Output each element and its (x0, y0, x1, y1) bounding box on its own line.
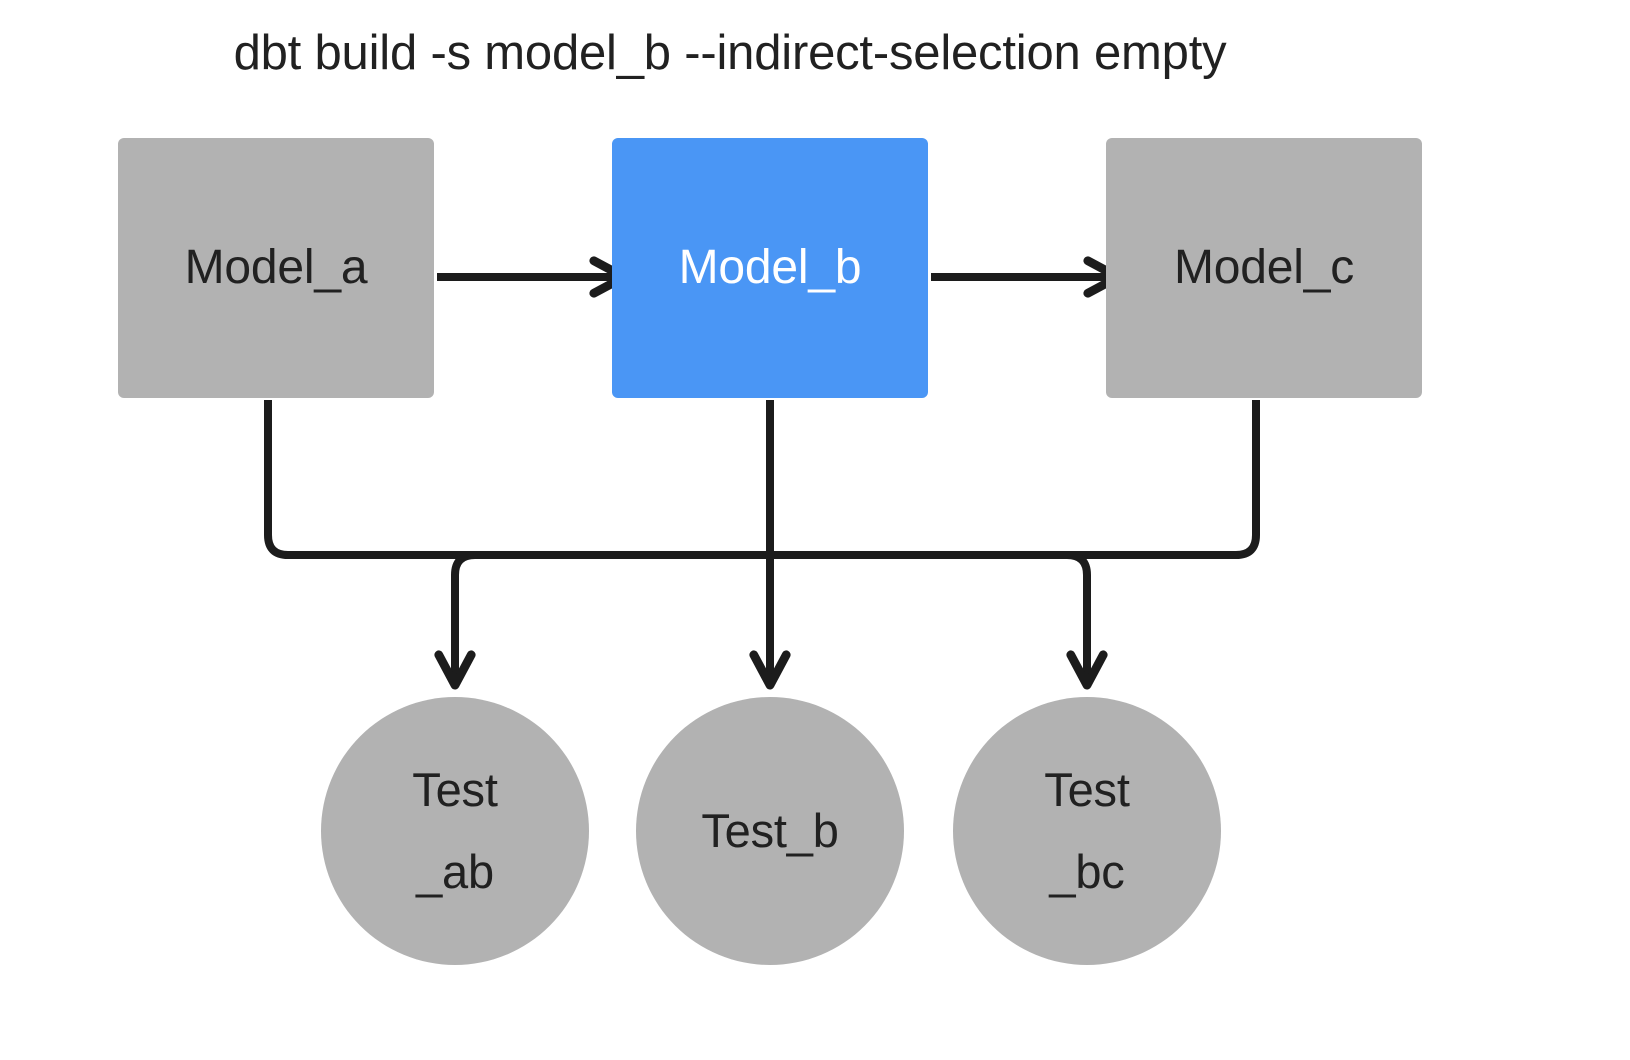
node-test-ab-label-line2: _ab (416, 845, 494, 898)
node-test-b-label-line1: Test_b (701, 804, 839, 857)
edge-bus-to-test-ab (434, 551, 770, 690)
node-test-b[interactable]: Test_b (636, 697, 904, 965)
node-model-a-label: Model_a (184, 241, 368, 294)
node-test-bc[interactable]: Test _bc (953, 697, 1221, 965)
edge-bus-to-test-bc (770, 551, 1108, 690)
page-title: dbt build -s model_b --indirect-selectio… (233, 26, 1227, 80)
node-model-b[interactable]: Model_b (612, 138, 928, 398)
node-model-a[interactable]: Model_a (118, 138, 434, 398)
node-model-c[interactable]: Model_c (1106, 138, 1422, 398)
edge-model-c-to-bus (900, 400, 1260, 559)
node-test-ab-label-line1: Test (412, 763, 498, 816)
node-model-c-label: Model_c (1173, 241, 1355, 294)
node-test-ab[interactable]: Test _ab (321, 697, 589, 965)
node-test-bc-label-line2: _bc (1049, 845, 1125, 898)
node-model-b-label: Model_b (678, 241, 862, 294)
node-test-bc-label-line1: Test (1044, 763, 1130, 816)
edge-model-a-to-bus (264, 400, 640, 559)
